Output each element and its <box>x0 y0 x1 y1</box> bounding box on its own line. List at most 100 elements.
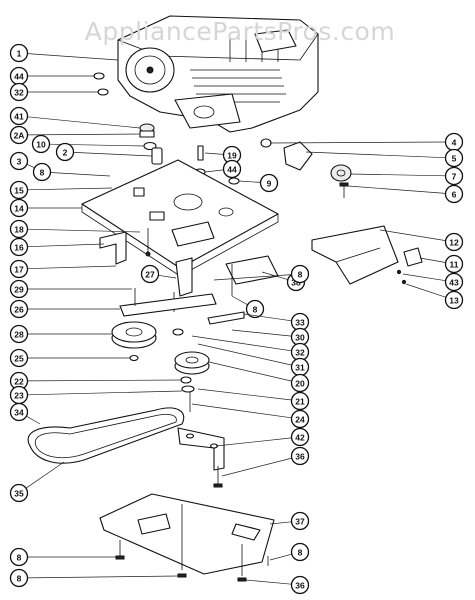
callout-circle <box>9 259 29 279</box>
callout-11: 11 <box>419 254 464 274</box>
callout-circle <box>9 483 29 503</box>
callout-circle <box>9 180 29 200</box>
callout-circle <box>55 142 75 162</box>
callout-number: 8 <box>298 548 303 558</box>
leader-line <box>204 169 224 173</box>
callout-15: 15 <box>9 180 113 200</box>
callout-circle <box>140 264 160 284</box>
callout-circle <box>9 219 29 239</box>
callout-6: 6 <box>347 184 464 204</box>
callout-circle <box>9 43 29 63</box>
callout-number: 16 <box>14 243 24 253</box>
leader-line <box>25 461 65 489</box>
callout-number: 8 <box>40 168 45 178</box>
callout-number: 4 <box>452 138 457 148</box>
callout-circle <box>9 279 29 299</box>
leader-line <box>27 265 117 270</box>
callout-number: 32 <box>14 88 24 98</box>
callout-number: 25 <box>14 354 24 364</box>
callout-36: 36 <box>221 446 310 477</box>
leader-line <box>27 379 183 382</box>
callout-number: 19 <box>227 151 237 161</box>
callout-number: 31 <box>295 363 305 373</box>
callout-circle <box>9 151 29 171</box>
callout-circle <box>290 427 310 447</box>
callout-17: 17 <box>9 259 117 279</box>
callout-number: 2A <box>14 131 25 141</box>
callout-number: 38 <box>291 278 301 288</box>
callout-29: 29 <box>9 279 132 299</box>
callout-8: 8 <box>213 264 310 284</box>
leader-line <box>27 390 183 396</box>
callout-36: 36 <box>245 575 310 595</box>
callout-20: 20 <box>208 361 310 393</box>
callout-circle <box>444 272 464 292</box>
callout-number: 7 <box>452 172 457 182</box>
callout-number: 37 <box>295 517 305 527</box>
callout-number: 42 <box>295 433 305 443</box>
callout-circle <box>290 264 310 284</box>
callout-35: 35 <box>9 461 65 503</box>
leader-line <box>191 403 292 419</box>
leader-line <box>27 116 141 129</box>
callout-circle <box>9 568 29 588</box>
leader-line <box>347 185 446 194</box>
callout-circle <box>444 166 464 186</box>
leader-line <box>269 553 292 561</box>
belt-guard-shields <box>225 225 423 296</box>
leader-line <box>221 457 292 477</box>
callout-circle <box>9 299 29 319</box>
callout-number: 13 <box>449 296 459 306</box>
callout-circle <box>290 542 310 562</box>
callout-circle <box>9 348 29 368</box>
callout-1: 1 <box>9 43 119 63</box>
callout-circle <box>9 547 29 567</box>
callout-number: 35 <box>14 489 24 499</box>
svg-text:AppliancePartsPros.com: AppliancePartsPros.com <box>85 17 395 46</box>
leader-line <box>27 575 179 579</box>
callout-number: 36 <box>295 452 305 462</box>
callout-number: 33 <box>295 318 305 328</box>
callout-8: 8 <box>269 542 310 562</box>
callout-2A: 2A <box>9 125 141 145</box>
callout-circle <box>32 162 52 182</box>
callout-circle <box>9 125 29 145</box>
leader-line <box>402 273 446 282</box>
callout-12: 12 <box>379 229 464 252</box>
leader-line <box>27 53 119 61</box>
callout-number: 32 <box>295 348 305 358</box>
callout-8: 8 <box>9 568 179 588</box>
callout-9: 9 <box>238 173 279 193</box>
callout-number: 5 <box>452 154 457 164</box>
leader-line <box>204 152 224 155</box>
callout-30: 30 <box>231 327 310 347</box>
leader-line <box>27 133 141 136</box>
leader-line <box>50 172 111 177</box>
leader-line <box>305 151 446 159</box>
leader-line <box>379 229 446 241</box>
callout-number: 2 <box>63 148 68 158</box>
callout-2: 2 <box>55 142 153 162</box>
callout-number: 30 <box>295 333 305 343</box>
callout-14: 14 <box>9 198 82 218</box>
washers-and-spacers <box>93 72 240 185</box>
leader-line <box>26 415 41 425</box>
callout-number: 14 <box>14 204 24 214</box>
callout-number: 34 <box>14 408 24 418</box>
callout-circle <box>290 391 310 411</box>
leader-line <box>158 274 177 279</box>
callout-number: 27 <box>145 270 155 280</box>
callout-37: 37 <box>269 511 310 531</box>
leader-line <box>213 274 292 281</box>
callout-16: 16 <box>9 237 105 257</box>
callout-circle <box>245 299 265 319</box>
callout-number: 12 <box>449 238 459 248</box>
callout-number: 44 <box>227 165 237 175</box>
callout-circle <box>444 232 464 252</box>
callout-13: 13 <box>405 283 464 310</box>
callout-circle <box>290 575 310 595</box>
callout-7: 7 <box>349 166 464 186</box>
callout-26: 26 <box>9 299 120 319</box>
leader-line <box>208 361 292 382</box>
callout-32: 32 <box>191 335 310 362</box>
